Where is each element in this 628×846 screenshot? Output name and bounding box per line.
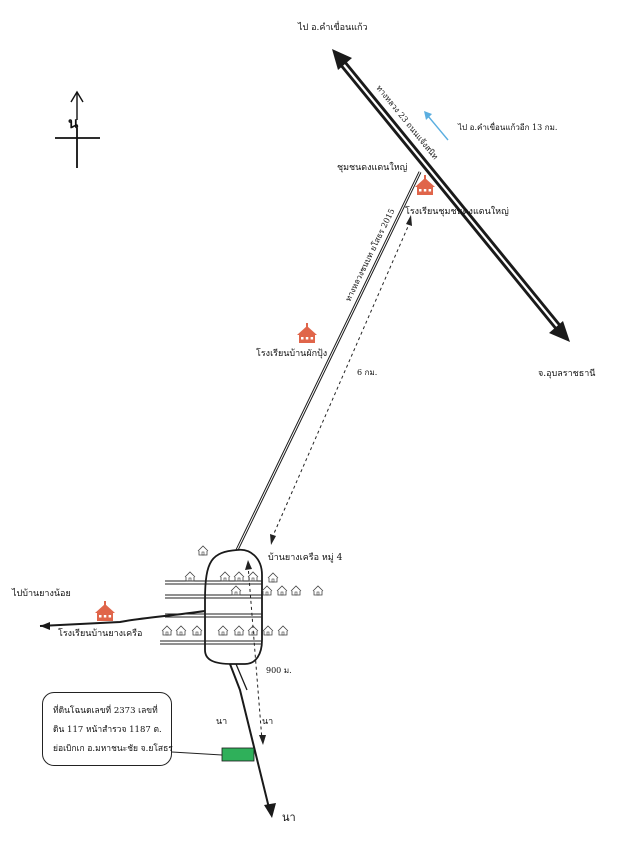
north-label: น (68, 114, 79, 132)
label-school-yang-khrua: โรงเรียนบ้านยางเครือ (58, 628, 142, 639)
road-to-field (229, 663, 276, 818)
label-highway-2015: ทางหลวงชนบท ยโสธร 2015 (343, 207, 397, 303)
land-info-box: ที่ดินโฉนดเลขที่ 2373 เลขที่ ดิน 117 หน้… (42, 692, 173, 766)
land-plot (221, 747, 255, 762)
distance-6km-line (270, 215, 412, 545)
land-info-line1: ที่ดินโฉนดเลขที่ 2373 เลขที่ (53, 706, 158, 716)
distance-900m-line (245, 560, 266, 745)
road-to-yang-noi (39, 610, 206, 630)
label-chumchon-dong-daeng: ชุมชนดงแดนใหญ่ (337, 162, 408, 173)
village-loop-road (204, 548, 263, 665)
label-to-yang-noi: ไปบ้านยางน้อย (11, 588, 71, 599)
label-to-kham-khuean-kaeo: ไป อ.คำเขื่อนแก้ว (297, 20, 368, 33)
label-village-yang-khrua: บ้านยางเครือ หมู่ 4 (268, 552, 343, 563)
label-school-phak-pung: โรงเรียนบ้านผักปุ้ง (256, 348, 327, 359)
label-field-left: นา (216, 717, 227, 727)
label-to-ubon: จ.อุบลราชธานี (538, 368, 595, 379)
label-to-kham-khuean-kaeo-distance: ไป อ.คำเขื่อนแก้วอีก 13 กม. (457, 121, 557, 132)
village-streets (160, 580, 262, 645)
label-distance-6km: 6 กม. (357, 368, 377, 377)
land-info-line2: ดิน 117 หน้าสำรวจ 1187 ต. (53, 725, 162, 735)
highway-23-road (332, 49, 570, 342)
school-phak-pung-icon (297, 323, 317, 343)
label-field-right: นา (262, 717, 273, 727)
school-yang-khrua-icon (95, 601, 115, 621)
direction-arrow-icon (424, 111, 449, 141)
label-school-dong-daeng: โรงเรียนชุมชนดงแดนใหญ่ (405, 206, 509, 217)
label-field-bottom: นา (282, 811, 296, 824)
label-distance-900m: 900 ม. (266, 666, 292, 675)
label-highway-23: ทางหลวง 23 ถนนแจ้งสนิท (374, 84, 439, 162)
north-arrow-icon (55, 90, 100, 168)
land-plot-connector (171, 751, 223, 756)
land-info-line3: ย่อเบิกเก อ.มหาชนะชัย จ.ยโสธร (53, 744, 173, 754)
